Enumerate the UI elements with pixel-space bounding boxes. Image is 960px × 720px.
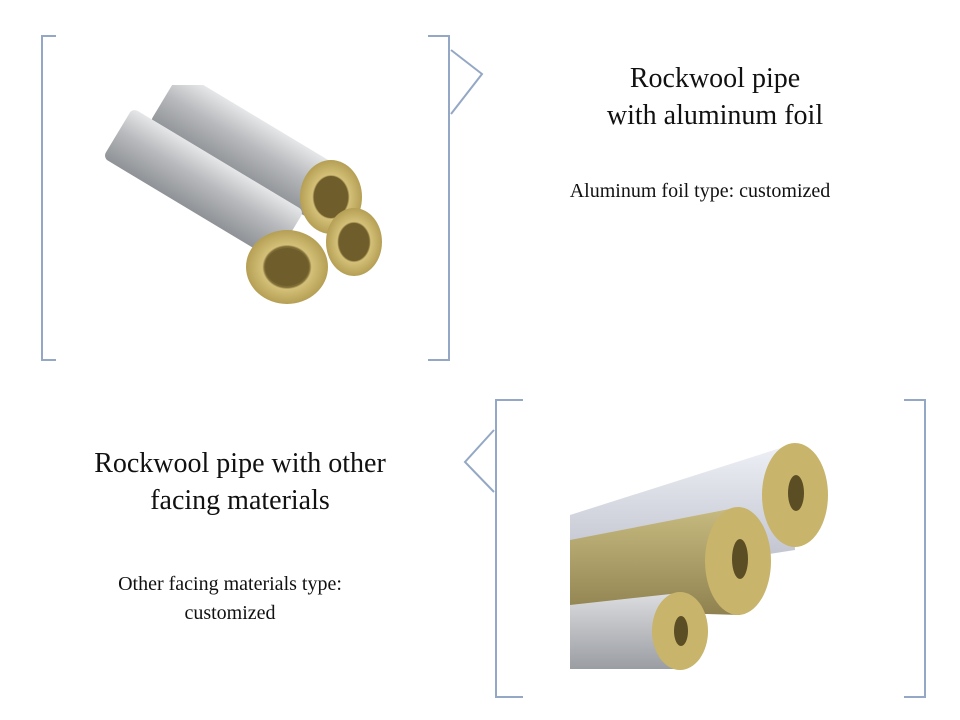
bottom-title-line2: facing materials <box>150 485 330 516</box>
frame-left-bracket <box>41 35 56 361</box>
bottom-detail-line2: customized <box>184 602 276 624</box>
frame-right-bracket <box>428 35 450 361</box>
bottom-title-line1: Rockwool pipe with other <box>94 448 386 479</box>
aluminum-foil-pipes-image <box>105 85 382 304</box>
bottom-detail: Other facing materials type: customized <box>70 570 390 628</box>
frame-left-bracket <box>495 399 523 698</box>
arrow-left-icon <box>463 429 495 493</box>
top-image-frame <box>41 35 484 361</box>
bottom-title: Rockwool pipe with other facing material… <box>40 445 440 519</box>
top-detail: Aluminum foil type: customized <box>569 180 831 202</box>
top-title-line2: with aluminum foil <box>606 100 824 131</box>
top-title: Rockwool pipe with aluminum foil <box>560 60 870 134</box>
bottom-detail-line1: Other facing materials type: <box>118 573 342 595</box>
bottom-image-frame <box>463 399 926 698</box>
frame-right-bracket <box>904 399 926 698</box>
faced-pipes-image <box>570 443 828 670</box>
top-title-line1: Rockwool pipe <box>629 63 801 94</box>
arrow-right-icon <box>450 49 484 115</box>
